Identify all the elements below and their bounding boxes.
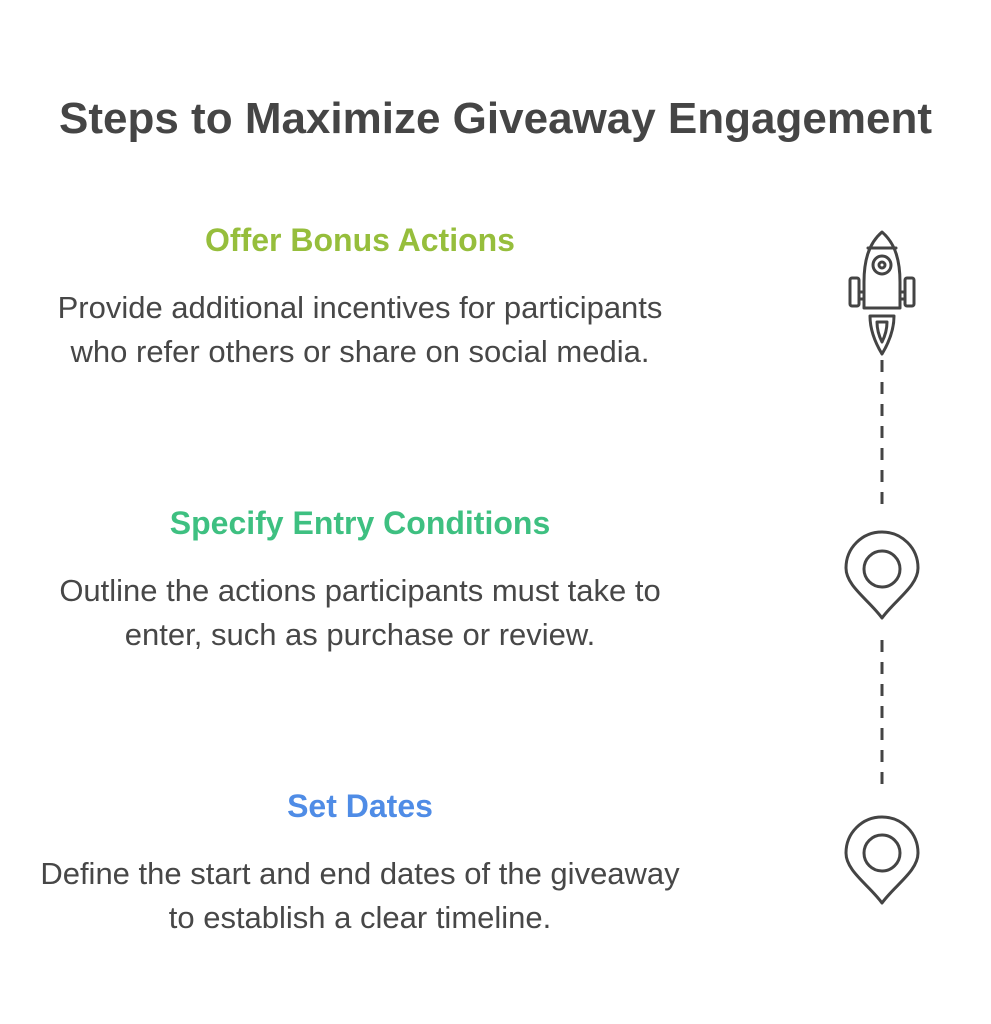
step-title: Offer Bonus Actions: [205, 222, 515, 258]
rocket-icon: [848, 230, 916, 356]
step-description: Provide additional incentives for partic…: [57, 290, 663, 369]
step-set-dates: Set Dates Define the start and end dates…: [40, 786, 680, 940]
step-title: Set Dates: [287, 788, 433, 824]
step-title: Specify Entry Conditions: [169, 505, 551, 541]
page-title: Steps to Maximize Giveaway Engagement: [59, 94, 932, 143]
map-pin-icon: [844, 530, 920, 620]
step-offer-bonus-actions: Offer Bonus Actions Provide additional i…: [40, 220, 680, 374]
step-description: Outline the actions participants must ta…: [59, 573, 661, 652]
step-description: Define the start and end dates of the gi…: [40, 856, 680, 935]
step-specify-entry-conditions: Specify Entry Conditions Outline the act…: [40, 503, 680, 657]
map-pin-icon: [844, 815, 920, 905]
timeline: [844, 230, 920, 905]
